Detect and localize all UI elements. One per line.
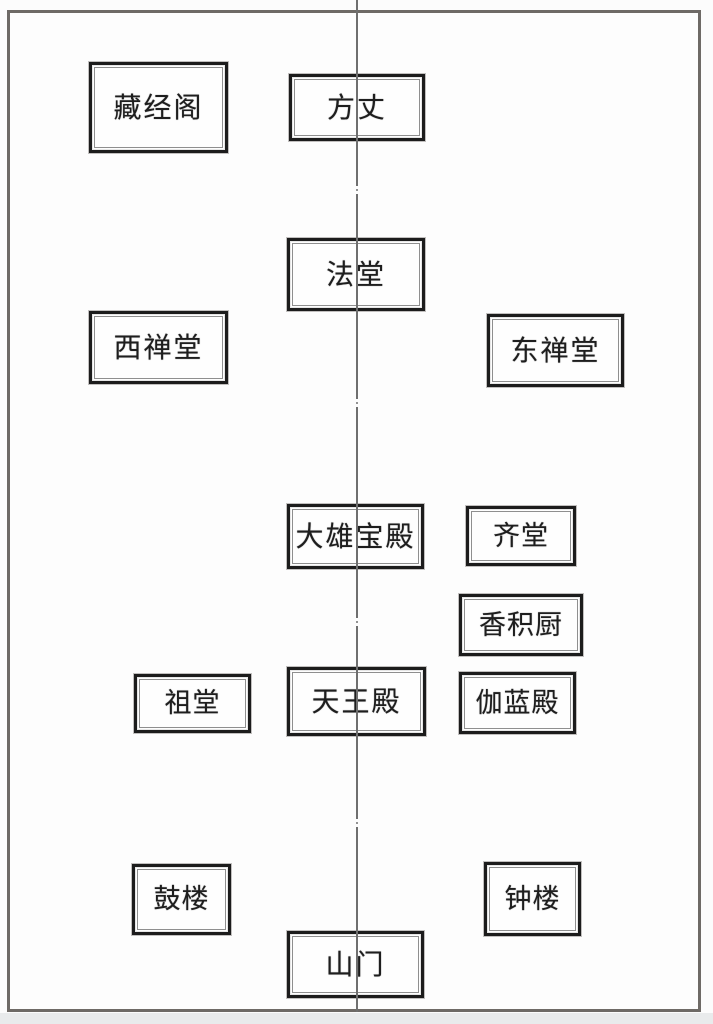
hall-inner-border: 香积厨: [464, 599, 578, 651]
hall-label: 东禅堂: [510, 333, 601, 367]
hall-box-zhonglou: 钟楼: [484, 862, 581, 936]
hall-label: 伽蓝殿: [475, 687, 560, 719]
hall-box-dongchantang: 东禅堂: [487, 314, 624, 387]
page-edge-shadow: [0, 1013, 713, 1024]
hall-label: 西禅堂: [113, 330, 204, 364]
hall-inner-border: 钟楼: [489, 867, 576, 931]
axis-segment: [356, 194, 358, 399]
hall-label: 山门: [325, 950, 385, 979]
axis-segment: [356, 827, 358, 1012]
hall-inner-border: 祖堂: [139, 679, 246, 728]
central-axis-line: [356, 0, 358, 1012]
hall-label: 香积厨: [479, 609, 563, 641]
hall-label: 藏经阁: [113, 90, 204, 124]
hall-inner-border: 西禅堂: [94, 316, 223, 379]
hall-label: 鼓楼: [153, 884, 210, 915]
hall-box-qitang: 齐堂: [466, 506, 576, 566]
hall-box-cangjingge: 藏经阁: [89, 62, 228, 153]
axis-dot: [356, 402, 358, 404]
hall-inner-border: 东禅堂: [492, 319, 619, 382]
hall-box-zutang: 祖堂: [134, 674, 251, 733]
hall-label: 钟楼: [504, 883, 561, 915]
hall-inner-border: 伽蓝殿: [464, 677, 571, 729]
hall-box-daxiongbaodian: 大雄宝殿: [287, 504, 424, 569]
hall-box-xichantang: 西禅堂: [89, 311, 228, 384]
axis-segment: [356, 0, 358, 186]
axis-dot: [356, 822, 358, 824]
axis-dot: [356, 621, 358, 623]
hall-inner-border: 山门: [292, 936, 419, 993]
hall-label: 天王殿: [311, 684, 402, 718]
hall-inner-border: 藏经阁: [94, 67, 223, 148]
hall-label: 方丈: [326, 90, 387, 124]
hall-label: 祖堂: [164, 688, 221, 719]
hall-label: 大雄宝殿: [295, 522, 415, 551]
hall-inner-border: 齐堂: [471, 511, 571, 561]
axis-segment: [356, 407, 358, 618]
hall-inner-border: 大雄宝殿: [292, 509, 419, 564]
hall-box-gulou: 鼓楼: [132, 864, 231, 935]
axis-dot: [356, 189, 358, 191]
hall-box-shanmen: 山门: [287, 931, 424, 998]
hall-label: 齐堂: [493, 520, 549, 552]
axis-segment: [356, 626, 358, 819]
hall-label: 法堂: [325, 257, 386, 291]
hall-box-xiangjichu: 香积厨: [459, 594, 583, 656]
hall-inner-border: 鼓楼: [137, 869, 226, 930]
hall-box-qielandian: 伽蓝殿: [459, 672, 576, 734]
